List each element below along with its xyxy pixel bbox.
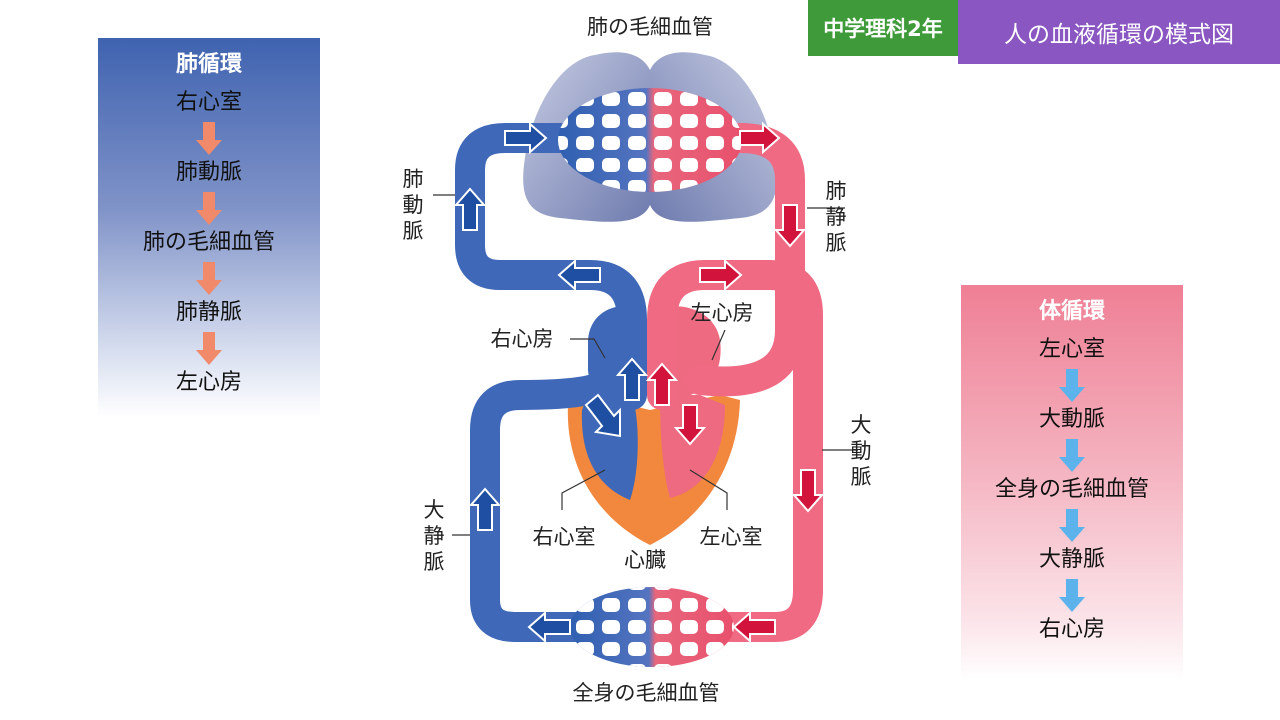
leader-line: [689, 469, 728, 510]
down-arrow-icon: [1059, 579, 1085, 612]
leader-line: [711, 329, 726, 361]
pulmonary-panel-title: 肺循環: [175, 52, 242, 77]
pulmonary-step: 右心室: [175, 90, 242, 115]
right-arrow-icon: [739, 121, 781, 155]
right-atrium-label: 右心房: [491, 327, 554, 351]
body-capillary-bed: [570, 587, 734, 667]
right-arrow-icon: [699, 258, 743, 292]
leader-line: [570, 338, 606, 359]
down-arrow-icon: [791, 469, 825, 513]
left-atrium-label: 左心房: [691, 301, 754, 325]
systemic-step: 大静脈: [1038, 547, 1105, 572]
pulmonary-step: 肺の毛細血管: [142, 230, 275, 255]
left-ventricle-chamber: [660, 395, 725, 498]
aorta-vessel: [647, 260, 823, 642]
pulmonary-artery-vessel: [455, 123, 647, 410]
down-arrow-icon: [1059, 369, 1085, 402]
systemic-panel-title: 体循環: [1038, 299, 1105, 324]
systemic-step: 大動脈: [1038, 407, 1105, 432]
systemic-step: 左心室: [1038, 337, 1105, 362]
left-ventricle-label: 左心室: [700, 525, 763, 549]
vena-cava-label-char: 脈: [424, 550, 445, 574]
right-arrow-icon: [504, 121, 548, 155]
up-arrow-icon: [615, 357, 649, 401]
systemic-step: 右心房: [1038, 617, 1105, 642]
left-arrow-icon: [557, 258, 601, 292]
pulmonary-artery-label-char: 肺: [403, 167, 424, 191]
left-arrow-icon: [732, 610, 776, 644]
down-arrow-icon: [196, 192, 222, 225]
down-arrow-icon: [1059, 509, 1085, 542]
down-arrow-icon: [673, 404, 707, 446]
heart-label: 心臓: [624, 548, 666, 572]
aorta-label-char: 動: [851, 439, 872, 463]
pulmonary-step: 肺静脈: [175, 300, 242, 325]
leader-line: [561, 469, 606, 510]
down-arrow-icon: [196, 332, 222, 365]
pulmonary-step: 左心房: [175, 370, 242, 395]
aorta-label-char: 脈: [851, 465, 872, 489]
down-arrow-icon: [196, 122, 222, 155]
pulmonary-artery-label-char: 動: [403, 193, 424, 217]
pulmonary-vein-label-char: 静: [826, 205, 847, 229]
down-arrow-icon: [773, 204, 807, 248]
vena-cava-label-char: 静: [424, 524, 445, 548]
subject-badge: 中学理科2年: [808, 0, 958, 56]
vena-cava-label-char: 大: [424, 498, 445, 522]
up-arrow-icon: [468, 487, 502, 531]
pulmonary-vein-label-char: 肺: [826, 179, 847, 203]
page-title: 人の血液循環の模式図: [958, 0, 1280, 64]
aorta-label-char: 大: [851, 413, 872, 437]
lung-capillaries-label: 肺の毛細血管: [587, 15, 713, 39]
systemic-step: 全身の毛細血管: [994, 477, 1149, 502]
right-ventricle-label: 右心室: [533, 525, 596, 549]
systemic-circulation-panel: 体循環 左心室 大動脈 全身の毛細血管 大静脈 右心房: [961, 285, 1183, 680]
pulmonary-step: 肺動脈: [175, 160, 242, 185]
body-capillaries-label: 全身の毛細血管: [573, 681, 720, 705]
left-arrow-icon: [527, 610, 571, 644]
lung-capillary-bed: [558, 88, 742, 192]
up-arrow-icon: [645, 362, 679, 406]
pulmonary-artery-label-char: 脈: [403, 219, 424, 243]
down-arrow-icon: [1059, 439, 1085, 472]
pulmonary-vein-label-char: 脈: [826, 231, 847, 255]
up-arrow-icon: [453, 187, 487, 231]
vena-cava-vessel: [470, 370, 620, 642]
pulmonary-circulation-panel: 肺循環 右心室 肺動脈 肺の毛細血管 肺静脈 左心房: [98, 38, 320, 418]
down-arrow-icon: [584, 393, 621, 438]
down-arrow-icon: [196, 262, 222, 295]
